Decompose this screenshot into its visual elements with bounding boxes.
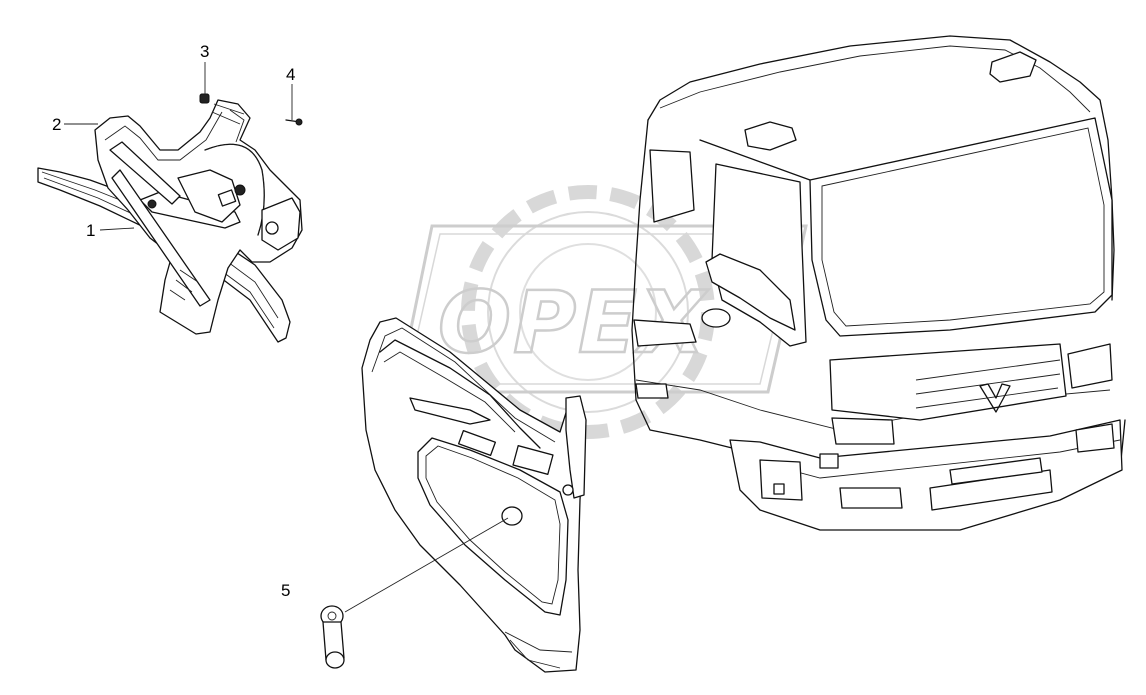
callout-3: 3 [200,42,209,61]
screw-part-4 [285,118,303,126]
window-crank [320,605,345,669]
leader-lines [64,62,509,613]
truck-cab [631,35,1126,531]
callout-4: 4 [286,65,295,84]
leader-1 [99,227,135,231]
window-regulator [37,99,303,343]
door-panel [361,317,587,673]
callout-1: 1 [86,221,95,240]
leader-5 [344,517,509,613]
callout-5: 5 [281,581,290,600]
nut-part-3 [199,93,210,104]
callout-2: 2 [52,115,61,134]
